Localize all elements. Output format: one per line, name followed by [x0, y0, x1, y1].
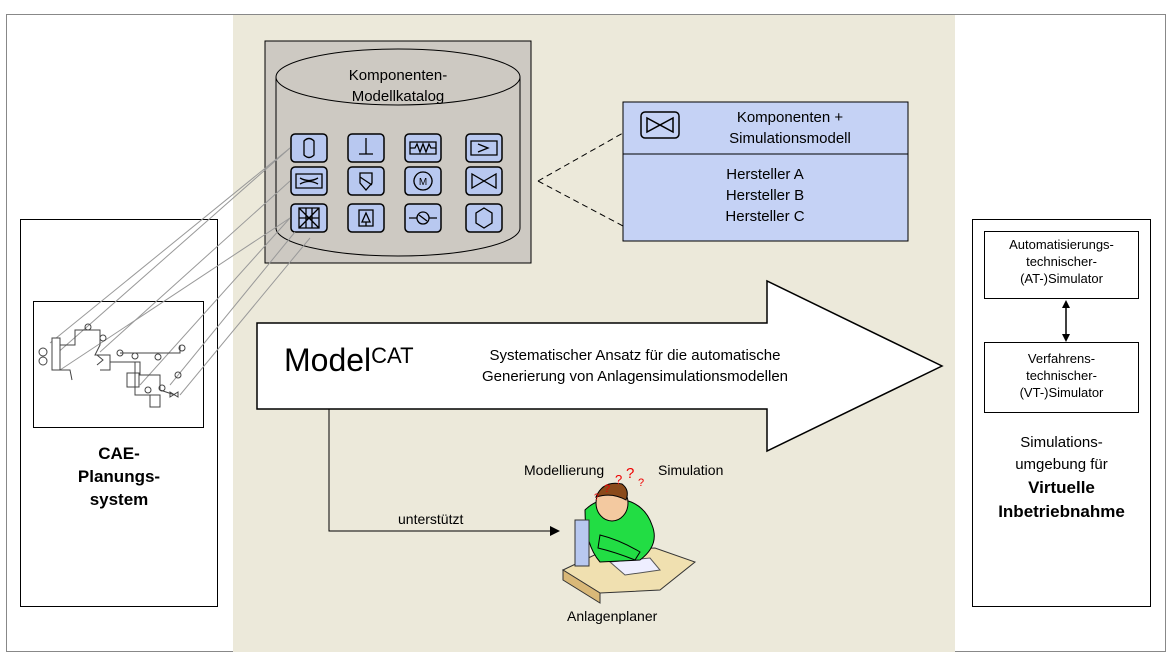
env-line1: Simulations-: [1020, 434, 1103, 451]
heat-exchanger-icon: [409, 141, 437, 155]
detail-header-line2: Simulationsmodell: [729, 130, 851, 147]
cae-label-line1: CAE-: [98, 444, 140, 463]
vt-simulator-line2: technischer-: [1026, 368, 1097, 383]
modeling-label: Modellierung: [524, 462, 605, 478]
catalog-icon-grid: M: [290, 133, 503, 233]
pid-sketch: [38, 323, 186, 408]
catalog-to-pid-lines: [49, 147, 311, 396]
manufacturer-b: Hersteller B: [725, 187, 805, 204]
svg-text:?: ?: [594, 492, 599, 502]
arrow-desc-line2: Generierung von Anlagensimulationsmodell…: [481, 368, 789, 385]
manufacturer-c: Hersteller C: [725, 208, 805, 225]
modelcat-arrow: [256, 279, 944, 453]
at-simulator-line2: technischer-: [1026, 254, 1097, 269]
planner-caption: Anlagenplaner: [567, 608, 658, 624]
modelcat-superscript: CAT: [371, 343, 414, 368]
cae-label-line3: system: [89, 490, 149, 509]
butterfly-valve-icon: [471, 172, 497, 190]
dashed-connector-top: [537, 132, 624, 182]
supports-arrowhead: [550, 526, 560, 536]
svg-text:?: ?: [615, 472, 622, 487]
catalog-cylinder: [275, 77, 521, 257]
catalog-tile: [290, 133, 328, 163]
hexagon-icon: [475, 207, 493, 229]
modelcat-label: ModelCAT: [284, 340, 414, 380]
catalog-tile: [465, 203, 503, 233]
dashed-connector-bottom: [537, 180, 624, 227]
detail-header-line1: Komponenten +: [736, 109, 844, 126]
at-simulator-box: [984, 231, 1139, 299]
arrow-desc-line1: Systematischer Ansatz für die automatisc…: [489, 347, 781, 364]
env-line2: umgebung für: [1015, 456, 1108, 473]
catalog-cylinder-top: [275, 48, 521, 106]
butterfly-valve-icon: [646, 116, 674, 134]
env-line4: Inbetriebnahme: [998, 502, 1125, 521]
vt-simulator-line3: (VT-)Simulator: [1019, 385, 1104, 400]
svg-text:?: ?: [604, 483, 610, 495]
at-simulator-line3: (AT-)Simulator: [1020, 271, 1103, 286]
vessel-icon: [303, 137, 315, 159]
manufacturer-a: Hersteller A: [726, 166, 804, 183]
motor-icon-letter: M: [419, 177, 427, 188]
planner-figure-icon: ? ? ? ? ?: [561, 465, 697, 604]
svg-text:?: ?: [626, 465, 634, 482]
supports-label: unterstützt: [398, 511, 464, 527]
at-simulator-line1: Automatisierungs-: [1009, 237, 1114, 252]
catalog-tile: [347, 203, 385, 233]
valve-stem-icon: [359, 138, 373, 155]
env-line3: Virtuelle: [1028, 478, 1095, 497]
svg-text:?: ?: [638, 477, 644, 489]
funnel-icon: [358, 209, 374, 227]
cae-label-line2: Planungs-: [77, 467, 161, 486]
catalog-title-line2: Modellkatalog: [351, 88, 445, 105]
catalog-title-line1: Komponenten-: [348, 67, 448, 84]
catalog-tile: [404, 166, 442, 196]
shield-valve-icon: [359, 172, 373, 191]
supports-connector: [328, 409, 550, 532]
mixer-icon: [295, 173, 323, 189]
grid-icon: [298, 207, 320, 229]
simulation-label: Simulation: [658, 462, 724, 478]
modelcat-main: Model: [284, 342, 372, 378]
pid-drawing-frame: [33, 301, 204, 428]
check-valve-icon: [409, 211, 437, 225]
vt-simulator-box: [984, 342, 1139, 413]
motor-icon: [413, 171, 433, 191]
vt-simulator-line1: Verfahrens-: [1027, 351, 1096, 366]
catalog-tile: [404, 133, 442, 163]
filter-icon: [470, 140, 498, 156]
